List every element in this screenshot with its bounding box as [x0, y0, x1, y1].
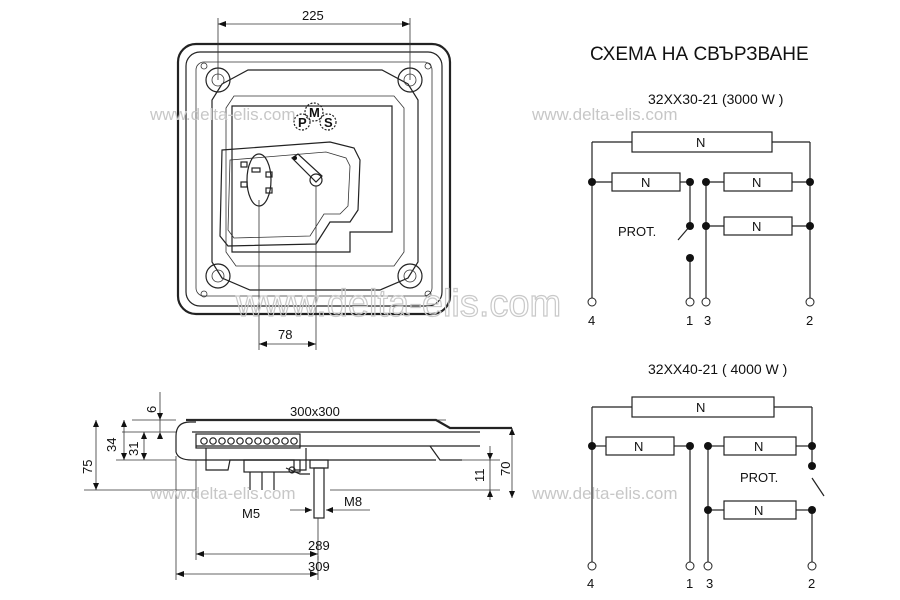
dim-left-group: 6 34 31 75 [80, 392, 196, 491]
schematic-1-terminal-3-label: 3 [704, 313, 711, 328]
stud-top-right [397, 62, 432, 93]
dim-225: 225 [217, 8, 411, 80]
terminal-area [219, 141, 361, 247]
terminal-area-inner [227, 151, 351, 239]
recess-outline [231, 105, 393, 253]
dim-75-text: 75 [80, 460, 95, 474]
dim-78-text: 78 [278, 327, 292, 342]
schematic-1-terminal-2 [805, 297, 815, 307]
schematic-2-terminal-1 [685, 561, 695, 571]
plate-top-surface [186, 418, 512, 430]
schematic-2-element-top-label: N [696, 400, 705, 415]
schematic-2-prot-switch [811, 477, 825, 497]
dim-78: 78 [258, 186, 317, 350]
plate-inner-outline [185, 51, 443, 307]
dim-70-text: 70 [498, 462, 513, 476]
tray-inner [225, 95, 405, 267]
schematic-2-terminal-4-label: 4 [587, 576, 594, 591]
stud-top-left [200, 62, 231, 93]
dim-289-text: 289 [308, 538, 330, 553]
side-view: 6 34 31 75 11 70 [80, 392, 515, 580]
m8-stud [309, 459, 329, 519]
schematic-2-terminal-2 [807, 561, 817, 571]
diagram-title: СХЕМА НА СВЪРЗВАНЕ [590, 44, 809, 65]
schematic-1-prot-label: PROT. [618, 224, 656, 239]
plate-rim [195, 61, 433, 297]
watermark-1: www.delta-elis.com [149, 105, 296, 124]
schematic-1-terminal-2-label: 2 [806, 313, 813, 328]
schematic-2-terminal-3-label: 3 [706, 576, 713, 591]
dim-right-group: 11 70 [330, 428, 515, 500]
top-view: M P S 225 [176, 8, 452, 350]
watermark-4: www.delta-elis.com [531, 484, 678, 503]
watermark-big: www.delta-elis.com [235, 283, 561, 325]
plate-rim-right [429, 445, 462, 461]
schematic-2-element-bottom-label: N [754, 503, 763, 518]
schematic-1-element-right-label: N [752, 175, 761, 190]
stud-bottom-left [200, 263, 231, 298]
dim-6-text: 6 [144, 406, 159, 413]
schematic-2-model: 32XX40-21 ( 4000 W ) [648, 361, 787, 377]
plate-edge-curve [175, 436, 196, 461]
dim-300x300: 300x300 [186, 404, 446, 421]
badge-m-text: M [309, 105, 320, 120]
schematic-4000w: 32XX40-21 ( 4000 W ) N N N N PROT. [587, 361, 825, 591]
schematic-2-terminal-4 [587, 561, 597, 571]
dim-225-text: 225 [302, 8, 324, 23]
schematic-1-terminal-4-label: 4 [588, 313, 595, 328]
mps-badge: M P S [293, 102, 337, 131]
watermark-2: www.delta-elis.com [531, 105, 678, 124]
schematic-1-element-left-label: N [641, 175, 650, 190]
plate-edge-left [175, 421, 196, 437]
label-m5: M5 [242, 506, 260, 521]
dim-34-text: 34 [104, 438, 119, 452]
schematic-2-terminal-2-label: 2 [808, 576, 815, 591]
tray-outline [211, 69, 419, 291]
badge-s-text: S [324, 115, 333, 130]
schematic-1-terminal-1 [685, 297, 695, 307]
terminal-block [240, 153, 273, 207]
badge-p-text: P [298, 115, 307, 130]
schematic-2-terminal-3 [703, 561, 713, 571]
dim-309: 309 [175, 456, 330, 580]
dim-289: 289 [195, 460, 330, 560]
protector-element [291, 153, 323, 187]
heating-coil-section [195, 433, 301, 449]
dim-11-text: 11 [472, 469, 487, 483]
schematic-1-terminal-4 [587, 297, 597, 307]
terminal-housing [205, 448, 310, 490]
watermarks: www.delta-elis.com www.delta-elis.com ww… [149, 105, 678, 503]
schematic-2-element-right-label: N [754, 439, 763, 454]
dim-300x300-text: 300x300 [290, 404, 340, 419]
label-m8: M8 [344, 494, 362, 509]
schematic-2-prot-label: PROT. [740, 470, 778, 485]
dim-31-text: 31 [126, 442, 141, 456]
plate-outer-outline [176, 42, 452, 316]
schematic-2-terminal-1-label: 1 [686, 576, 693, 591]
schematic-1-element-bottom-label: N [752, 219, 761, 234]
schematic-2-element-left-label: N [634, 439, 643, 454]
schematic-3000w: 32XX30-21 (3000 W ) N N N N PROT. [587, 91, 815, 328]
watermark-3: www.delta-elis.com [149, 484, 296, 503]
schematic-1-terminal-1-label: 1 [686, 313, 693, 328]
schematic-1-terminal-3 [701, 297, 711, 307]
dim-309-text: 309 [308, 559, 330, 574]
schematic-1-model: 32XX30-21 (3000 W ) [648, 91, 783, 107]
schematic-1-element-top-label: N [696, 135, 705, 150]
stud-bottom-right [397, 263, 432, 298]
